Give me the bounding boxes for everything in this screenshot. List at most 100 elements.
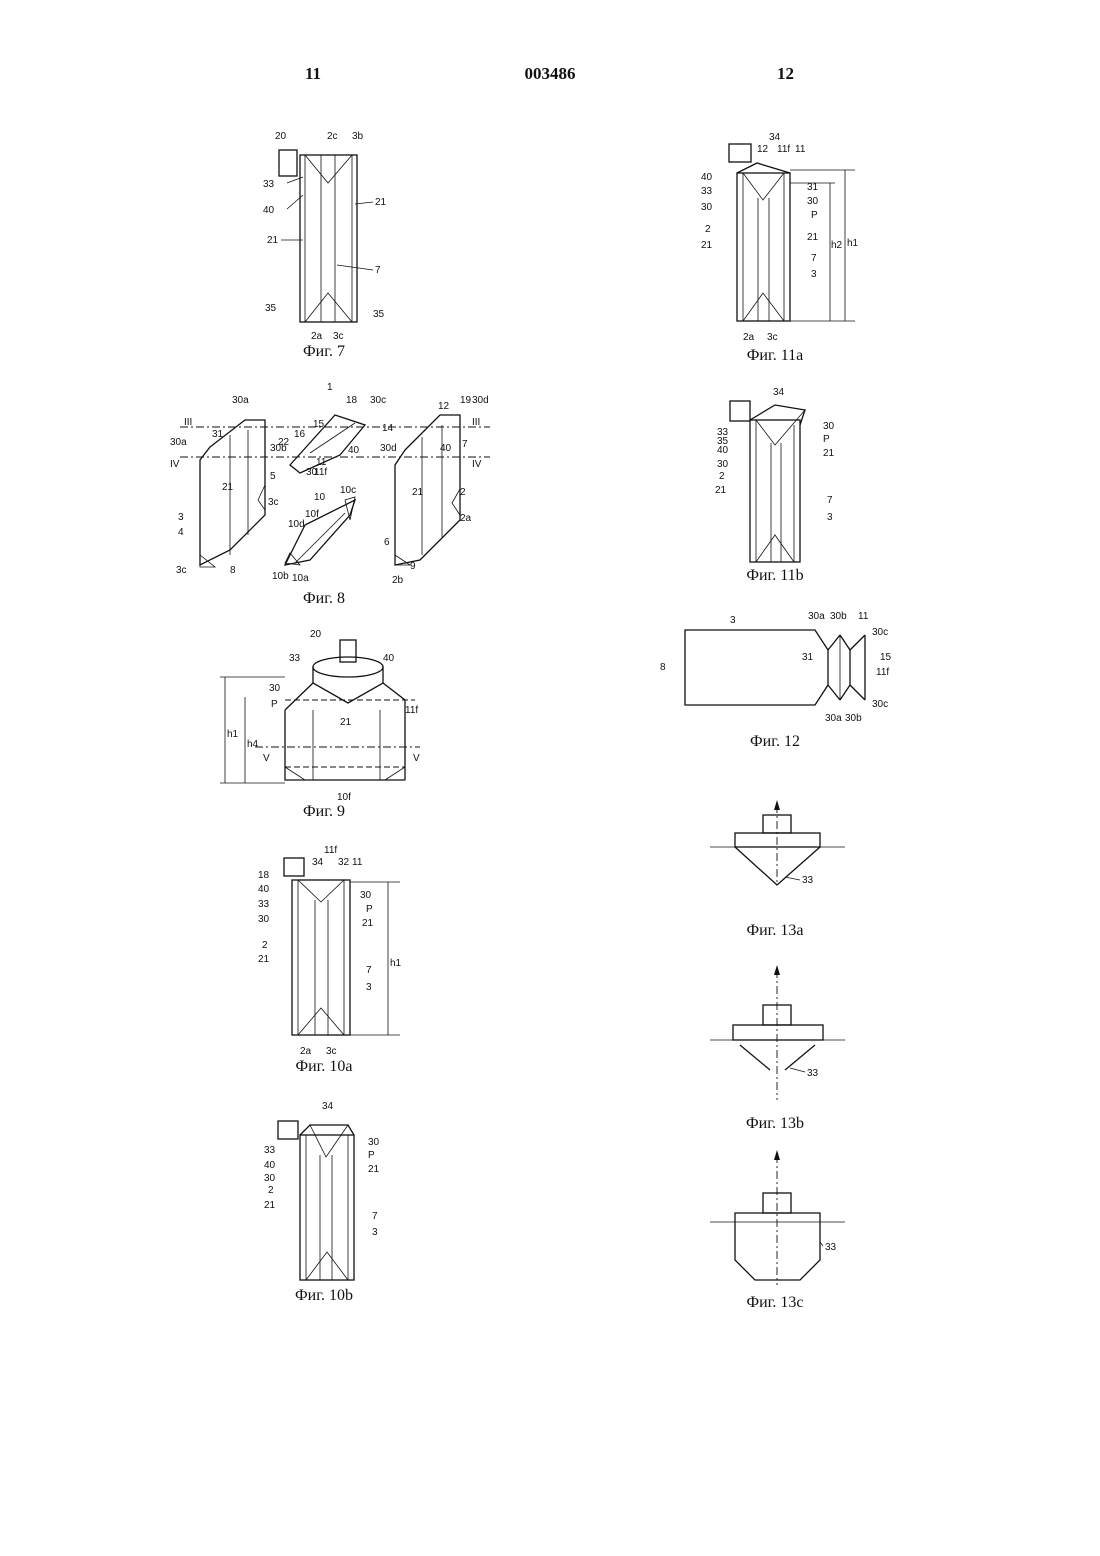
label: 2 [262, 940, 268, 951]
figure-13a-caption: Фиг. 13a [695, 922, 855, 940]
label: 11f [405, 705, 418, 716]
label: 3c [333, 331, 344, 342]
figure-13a-drawing: 33 [705, 795, 855, 905]
label: 10c [340, 485, 356, 496]
label: 30b [830, 611, 847, 622]
label: 3 [366, 982, 372, 993]
label: 30 [701, 202, 713, 213]
label: IV [472, 459, 482, 470]
label: 21 [823, 448, 835, 459]
label: 30 [264, 1173, 276, 1184]
label: V [413, 753, 420, 764]
figure-12: 3 30a 30b 11 30c 8 31 15 11f 30a 30b 30c [650, 605, 900, 725]
label: 12 [757, 144, 769, 155]
label: 21 [368, 1164, 380, 1175]
label: 2a [743, 332, 755, 343]
label: 40 [348, 445, 360, 456]
label: 7 [375, 265, 381, 276]
label: 33 [701, 186, 713, 197]
label: 33 [258, 899, 270, 910]
label: 3c [268, 497, 279, 508]
label: 7 [372, 1211, 378, 1222]
label: 2a [311, 331, 323, 342]
label: 31 [802, 652, 814, 663]
figure-7: 20 2c 3b 33 40 21 21 7 35 35 2a 3c [255, 125, 405, 345]
label: 6 [384, 537, 390, 548]
label: 21 [807, 232, 819, 243]
label: P [271, 699, 278, 710]
label: 35 [373, 309, 385, 320]
label: 40 [264, 1160, 276, 1171]
label: 10a [292, 573, 309, 584]
label: 11f [777, 144, 790, 155]
label: 10f [305, 509, 319, 520]
figure-11b: 34 30 33 P 35 40 21 30 2 21 7 3 [705, 385, 865, 565]
label: 34 [322, 1101, 334, 1112]
label: III [184, 417, 192, 428]
label: 30 [258, 914, 270, 925]
label: 40 [701, 172, 713, 183]
label: 21 [222, 482, 234, 493]
label: 8 [230, 565, 236, 576]
label: 2a [460, 513, 472, 524]
label: 30 [807, 196, 819, 207]
figure-11a-drawing: 34 12 11f 11 40 31 33 30 30 P 2 21 21 7 … [695, 128, 865, 343]
label: 3 [730, 615, 736, 626]
figure-11a: 34 12 11f 11 40 31 33 30 30 P 2 21 21 7 … [695, 128, 865, 343]
figure-10b-caption: Фиг. 10b [244, 1287, 404, 1305]
label: 10d [288, 519, 305, 530]
label: 3b [352, 131, 364, 142]
label: P [368, 1150, 375, 1161]
right-page-number: 12 [777, 64, 794, 84]
figure-13b-caption: Фиг. 13b [695, 1115, 855, 1133]
label: 31 [807, 182, 819, 193]
figure-7-drawing: 20 2c 3b 33 40 21 21 7 35 35 2a 3c [255, 125, 405, 345]
figure-10a-caption: Фиг. 10a [244, 1058, 404, 1076]
label: 14 [382, 423, 394, 434]
label: 9 [410, 561, 416, 572]
label: 11 [352, 857, 363, 868]
label: 40 [717, 445, 729, 456]
label: 30d [472, 395, 489, 406]
label: 3 [372, 1227, 378, 1238]
document-number: 003486 [0, 64, 1100, 84]
label: 19 [460, 395, 472, 406]
label: 40 [263, 205, 275, 216]
label: 11 [858, 611, 869, 622]
figure-10b-drawing: 34 30 33 P 40 21 30 2 21 7 3 [250, 1095, 410, 1285]
label: h2 [831, 240, 843, 251]
label: 40 [383, 653, 395, 664]
label: 32 [338, 857, 350, 868]
label: 11f [876, 667, 889, 678]
figure-8: 1 18 30c 12 19 30d 30a 31 30a 15 16 22 3… [160, 385, 500, 590]
label: 21 [362, 918, 374, 929]
label: 30 [360, 890, 372, 901]
label: 21 [701, 240, 713, 251]
label: IV [170, 459, 180, 470]
label: 33 [807, 1068, 819, 1079]
label: 30a [808, 611, 825, 622]
label: 3c [767, 332, 778, 343]
figure-13c-caption: Фиг. 13c [695, 1294, 855, 1312]
label: 8 [660, 662, 666, 673]
figure-12-caption: Фиг. 12 [695, 733, 855, 751]
figure-10a-drawing: 11f 18 34 32 11 40 30 33 P 30 21 2 21 7 … [250, 840, 410, 1060]
figure-11b-caption: Фиг. 11b [695, 567, 855, 585]
label: 30 [823, 421, 835, 432]
label: 2 [460, 487, 466, 498]
label: 30c [872, 699, 888, 710]
label: 3 [178, 512, 184, 523]
label: 35 [265, 303, 277, 314]
label: 2 [268, 1185, 274, 1196]
label: P [366, 904, 373, 915]
label: 21 [375, 197, 387, 208]
figure-13c-drawing: 33 [705, 1150, 855, 1290]
label: V [263, 753, 270, 764]
label: 3 [827, 512, 833, 523]
label: 20 [310, 629, 322, 640]
label: h4 [247, 739, 259, 750]
label: 2b [392, 575, 404, 586]
figure-10a: 11f 18 34 32 11 40 30 33 P 30 21 2 21 7 … [250, 840, 410, 1060]
label: 30a [170, 437, 187, 448]
label: 20 [275, 131, 287, 142]
